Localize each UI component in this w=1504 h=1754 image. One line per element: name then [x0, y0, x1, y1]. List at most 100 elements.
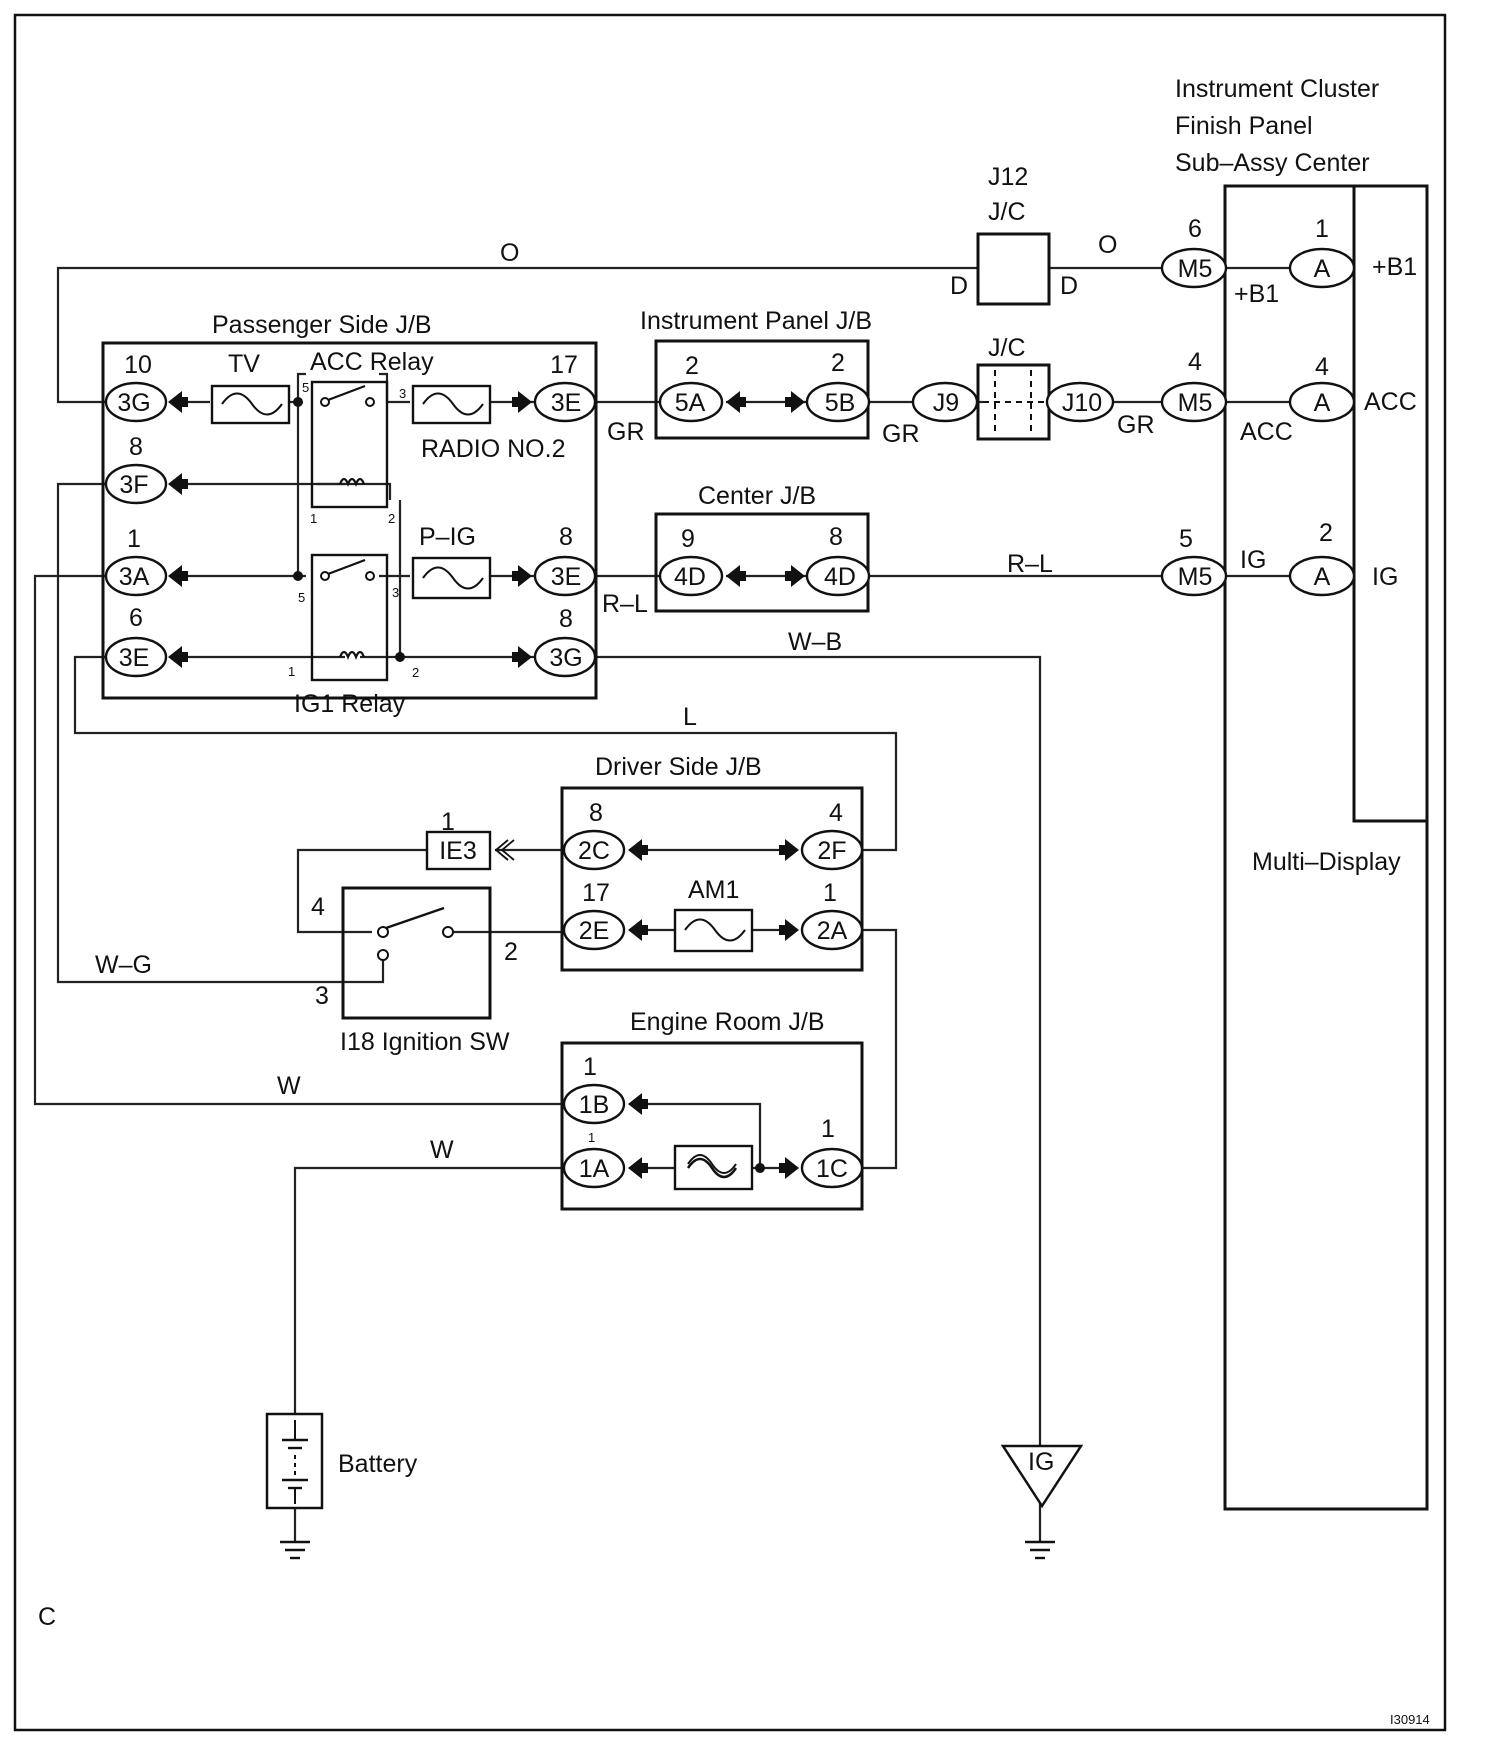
terminal-acc-label: ACC	[1240, 418, 1293, 446]
connector-1b: 1B	[579, 1091, 610, 1119]
pin-number: 1	[127, 525, 141, 553]
relay-contact	[320, 571, 330, 581]
wire-o-label: O	[1098, 231, 1117, 259]
connector-4d: 4D	[674, 563, 706, 591]
instrument-jb-label: Instrument Panel J/B	[640, 307, 872, 335]
relay-contact	[365, 397, 375, 407]
connector-oval	[104, 381, 168, 423]
wire-gr-label: GR	[1117, 411, 1155, 439]
connector-2a: 2A	[817, 917, 848, 945]
pin-number: 1	[588, 1130, 595, 1145]
connector-oval	[562, 829, 626, 871]
wire-o-label: O	[500, 239, 519, 267]
connector-oval	[911, 381, 979, 423]
connector-oval	[800, 909, 864, 951]
connector-oval	[658, 381, 724, 423]
pin-number: 5	[1179, 525, 1193, 553]
wires	[33, 266, 1290, 1542]
switch-pin: 3	[315, 982, 329, 1010]
junction-dot	[755, 1163, 765, 1173]
connector-oval	[1288, 381, 1356, 423]
connector-3e: 3E	[551, 389, 582, 417]
pin-number: 2	[831, 349, 845, 377]
terminal-acc-label: ACC	[1364, 388, 1417, 416]
connector-oval	[800, 829, 864, 871]
multi-display-box	[1223, 184, 1429, 1511]
wire-w-label: W	[277, 1072, 301, 1100]
connector-2f: 2F	[817, 837, 846, 865]
connector-5a: 5A	[675, 389, 706, 417]
d-right-label: D	[1060, 272, 1078, 300]
connector-oval	[104, 636, 168, 678]
pin-number: 1	[823, 879, 837, 907]
connector-oval	[1160, 247, 1228, 289]
pin-number: 6	[129, 604, 143, 632]
pin-number: 8	[589, 799, 603, 827]
wire-gr-label: GR	[607, 418, 645, 446]
ground-icon	[1025, 1540, 1055, 1560]
instrument-cluster-box	[1352, 184, 1429, 823]
connector-rect	[425, 830, 492, 871]
relay-contact	[320, 397, 330, 407]
fuse-radio	[411, 384, 492, 425]
connector-oval	[800, 1147, 864, 1189]
ground-icon	[280, 1540, 310, 1560]
relay-coil	[338, 650, 366, 660]
battery-symbol	[265, 1412, 324, 1510]
wire-rl-label: R–L	[602, 590, 648, 618]
relay-pin: 3	[399, 386, 406, 401]
switch-pin: 4	[311, 893, 325, 921]
multi-display-label: Multi–Display	[1252, 848, 1401, 876]
relay-pin: 3	[392, 585, 399, 600]
pin-number: 8	[129, 433, 143, 461]
engine-jb-box	[560, 1041, 864, 1211]
pin-number: 10	[124, 351, 152, 379]
center-jb-box	[654, 512, 870, 613]
instrument-cluster-title-3: Sub–Assy Center	[1175, 149, 1370, 177]
passenger-jb-label: Passenger Side J/B	[212, 311, 432, 339]
relay-coil	[338, 477, 366, 487]
relay-arm	[327, 384, 366, 402]
connector-m5: M5	[1178, 255, 1213, 283]
pin-number: 2	[685, 352, 699, 380]
instrument-cluster-title-2: Finish Panel	[1175, 112, 1313, 140]
connector-oval	[562, 1147, 626, 1189]
relay-pin: 2	[388, 511, 395, 526]
pin-number: 4	[829, 799, 843, 827]
fuse-tv	[210, 384, 291, 425]
ig1-relay	[310, 553, 389, 682]
connector-a: A	[1314, 563, 1331, 591]
connector-oval	[562, 909, 626, 951]
switch-contact	[377, 926, 389, 938]
pin-number: 8	[559, 605, 573, 633]
j12-label: J12	[988, 163, 1028, 191]
instrument-jb-box	[654, 339, 870, 440]
switch-contact	[442, 926, 454, 938]
pin-number: 17	[582, 879, 610, 907]
connector-oval	[1160, 555, 1228, 597]
connector-3g: 3G	[117, 389, 150, 417]
driver-jb-box	[560, 786, 864, 972]
wire-wb-label: W–B	[788, 628, 842, 656]
acc-relay	[310, 380, 389, 509]
relay-contact	[365, 571, 375, 581]
connector-4d: 4D	[824, 563, 856, 591]
battery-label: Battery	[338, 1450, 418, 1478]
connector-j9: J9	[933, 389, 959, 417]
connector-ie3: IE3	[439, 837, 477, 865]
ground-ig-label: IG	[1028, 1448, 1054, 1476]
relay-pin: 2	[412, 665, 419, 680]
connector-3f: 3F	[119, 471, 148, 499]
connector-3a: 3A	[119, 563, 150, 591]
junction-dot	[293, 397, 303, 407]
relay-pin: 1	[288, 664, 295, 679]
pin-number: 6	[1188, 215, 1202, 243]
connector-j10: J10	[1062, 389, 1102, 417]
radio-label: RADIO NO.2	[421, 435, 565, 463]
fuse-am1	[673, 908, 754, 953]
am1-label: AM1	[688, 876, 739, 904]
connector-ovals	[104, 247, 1356, 1189]
connector-arrows	[168, 391, 805, 1179]
acc-relay-box	[310, 380, 389, 509]
connector-a: A	[1314, 255, 1331, 283]
